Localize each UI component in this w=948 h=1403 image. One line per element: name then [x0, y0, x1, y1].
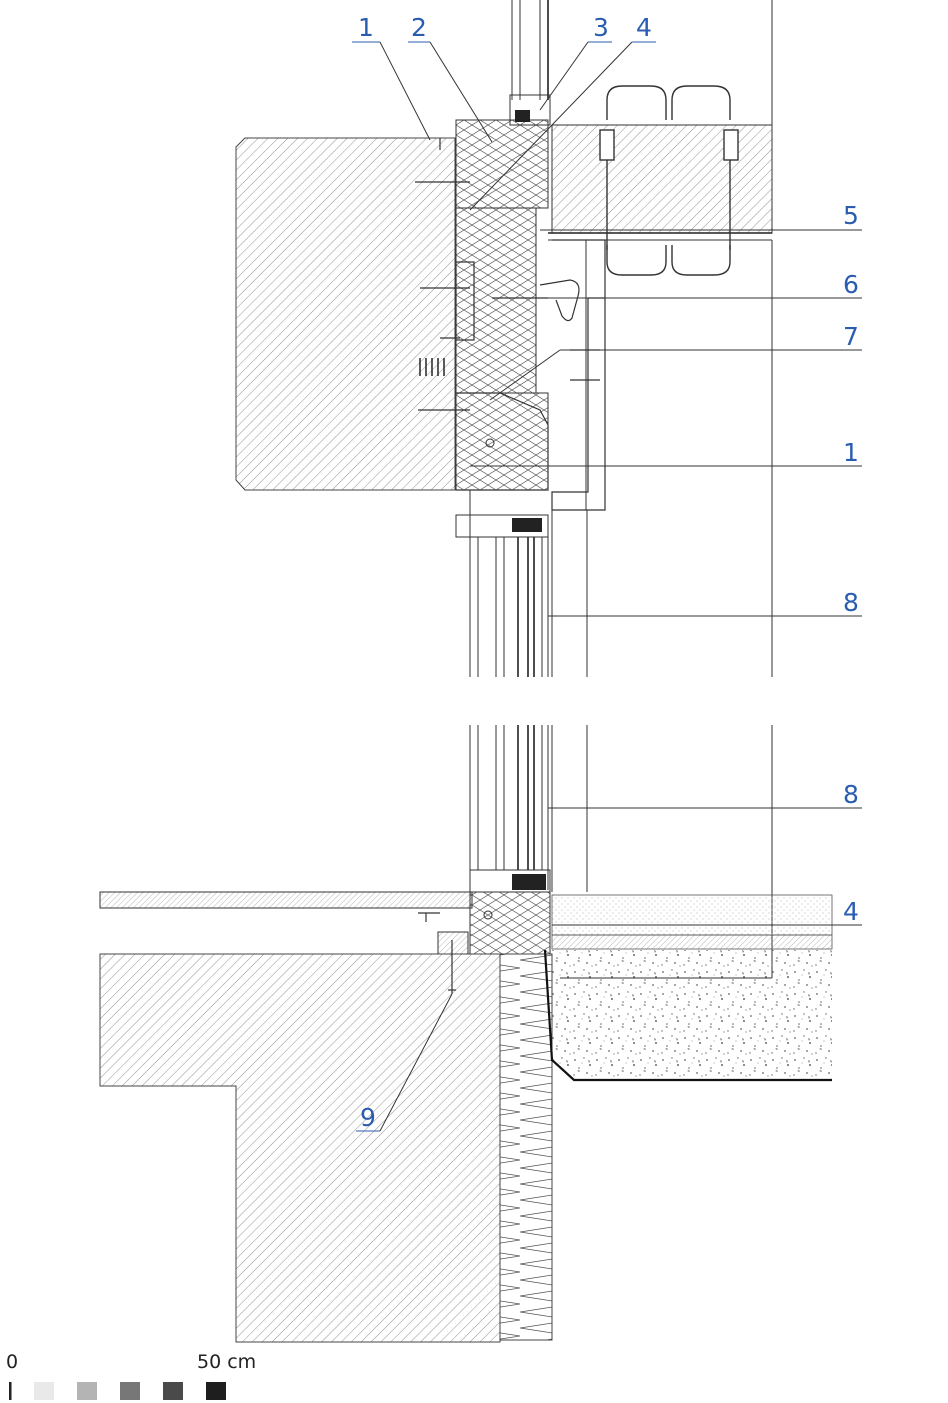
concrete-slab-top [551, 124, 773, 234]
scale-bar: 0 50 cm [6, 1351, 256, 1400]
lower-detail: 8 4 9 [99, 725, 862, 1343]
scale-tick [9, 1382, 12, 1400]
scale-max-label: 50 cm [197, 1351, 256, 1373]
callout-1-mid: 1 [843, 438, 859, 467]
outer-paving [99, 891, 473, 909]
scale-zero-label: 0 [6, 1351, 18, 1373]
callout-1-top: 1 [358, 13, 374, 42]
reinforcement-loops [599, 85, 739, 276]
insulation-middle [455, 207, 537, 394]
floor-screed [551, 894, 833, 936]
steel-bracket [551, 239, 606, 511]
callout-4-bottom: 4 [843, 897, 859, 926]
leader-lines-upper [352, 41, 862, 617]
gravel-fill [552, 950, 832, 1080]
scale-swatch [163, 1382, 183, 1400]
scale-swatch [206, 1382, 226, 1400]
sill-profile [456, 392, 549, 491]
callout-3: 3 [593, 13, 609, 42]
callout-8-top: 8 [843, 588, 859, 617]
window-frame-upper [469, 240, 773, 677]
callout-8-bottom: 8 [843, 780, 859, 809]
leader-lines-lower [356, 807, 862, 1132]
upper-detail: 1 2 3 4 5 6 7 1 8 [235, 0, 862, 677]
concrete-foundation [99, 953, 501, 1343]
perimeter-insulation [499, 953, 553, 1341]
callout-5: 5 [843, 201, 859, 230]
callout-6: 6 [843, 270, 859, 299]
scale-swatch [34, 1382, 54, 1400]
scale-swatches [34, 1382, 226, 1400]
insulation-top [455, 119, 549, 209]
concrete-parapet [235, 137, 456, 491]
wall-anchors [415, 138, 475, 411]
anchor-bolt [448, 940, 456, 994]
callout-2: 2 [411, 13, 427, 42]
callout-9: 9 [360, 1103, 376, 1132]
scale-swatch [120, 1382, 140, 1400]
callout-4-top: 4 [636, 13, 652, 42]
callout-7: 7 [843, 322, 859, 351]
threshold-insulation [469, 891, 551, 955]
scale-swatch [77, 1382, 97, 1400]
insulation-lower [455, 392, 549, 491]
